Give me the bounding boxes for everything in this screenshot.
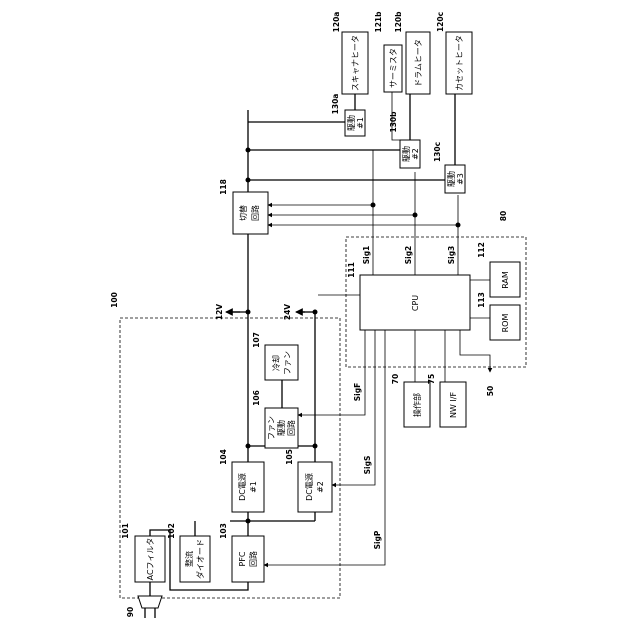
driver-3-label-2: #3 xyxy=(456,173,465,185)
ref-111: 111 xyxy=(347,262,356,278)
switch-circuit-label-2: 回路 xyxy=(250,205,260,221)
ref-104: 104 xyxy=(219,449,228,465)
pfc-box xyxy=(232,536,264,582)
rom-label: ROM xyxy=(501,314,510,333)
label-sig3: Sig3 xyxy=(447,246,456,265)
pfc-label-2: 回路 xyxy=(248,551,258,567)
ref-50: 50 xyxy=(486,386,495,396)
ram-label: RAM xyxy=(501,271,510,289)
junction-dots xyxy=(246,148,461,524)
dc-supply-2-label-1: DC電源 xyxy=(305,473,314,501)
cooling-fan-box xyxy=(265,345,298,380)
fan-driver-label-1: ファン xyxy=(267,416,276,440)
label-sigS: SigS xyxy=(363,456,372,475)
label-12v: 12V xyxy=(215,304,224,320)
ref-103: 103 xyxy=(219,523,228,539)
ref-90: 90 xyxy=(126,607,135,617)
nw-if-label: NW I/F xyxy=(449,392,458,418)
driver-2-label-2: #2 xyxy=(411,148,420,160)
dc-supply-1-label-1: DC電源 xyxy=(238,473,247,501)
ref-130c: 130c xyxy=(433,142,442,162)
ref-118: 118 xyxy=(219,179,228,195)
drum-heater-label: ドラムヒータ xyxy=(414,39,423,87)
ac-plug xyxy=(138,596,162,618)
ref-107: 107 xyxy=(252,332,261,348)
cooling-fan-label-2: ファン xyxy=(283,351,292,375)
driver-2-label-1: 駆動 xyxy=(402,146,411,162)
switch-circuit-label-1: 切替 xyxy=(238,205,248,221)
fan-driver-label-2: 駆動 xyxy=(277,420,286,436)
rectifier-label-2: ダイオード xyxy=(195,539,205,579)
ref-121b: 121b xyxy=(374,11,383,33)
ref-101: 101 xyxy=(121,523,130,539)
operation-unit-label: 操作部 xyxy=(412,393,422,417)
dc-supply-1-box xyxy=(232,462,264,512)
driver-3-label-1: 駆動 xyxy=(447,171,456,187)
scanner-heater-label: スキャナヒータ xyxy=(351,35,360,91)
ref-120b: 120b xyxy=(394,11,403,33)
dc-supply-1-label-2: #1 xyxy=(249,481,258,493)
label-sig1: Sig1 xyxy=(362,246,371,265)
ref-120a: 120a xyxy=(332,12,341,33)
ref-112: 112 xyxy=(477,242,486,258)
ref-113: 113 xyxy=(477,292,486,308)
ref-106: 106 xyxy=(252,390,261,406)
ref-120c: 120c xyxy=(436,12,445,32)
ref-75: 75 xyxy=(427,374,436,384)
thermistor-label: サーミスタ xyxy=(389,48,398,88)
cooling-fan-label-1: 冷却 xyxy=(271,355,281,371)
cassette-heater-label: カセットヒータ xyxy=(455,35,464,91)
fan-driver-label-3: 回路 xyxy=(286,420,296,436)
cpu-label: CPU xyxy=(411,295,420,311)
ref-102: 102 xyxy=(167,523,176,539)
ref-80: 80 xyxy=(499,211,508,221)
driver-1-label-1: 駆動 xyxy=(347,115,356,131)
pfc-label-1: PFC xyxy=(238,551,247,566)
label-24v: 24V xyxy=(283,304,292,320)
label-sigF: SigF xyxy=(353,383,362,401)
label-sigP: SigP xyxy=(373,530,382,549)
rectifier-label-1: 整流 xyxy=(184,551,194,567)
ref-100: 100 xyxy=(110,292,119,308)
ref-130a: 130a xyxy=(331,94,340,115)
ref-130b: 130b xyxy=(389,111,398,133)
ac-filter-label: ACフィルタ xyxy=(146,538,155,581)
driver-1-label-2: #1 xyxy=(356,117,365,129)
dc-supply-2-label-2: #2 xyxy=(316,481,325,493)
label-sig2: Sig2 xyxy=(404,246,413,265)
dc-supply-2-box xyxy=(298,462,332,512)
ref-105: 105 xyxy=(285,449,294,465)
ref-70: 70 xyxy=(391,374,400,384)
